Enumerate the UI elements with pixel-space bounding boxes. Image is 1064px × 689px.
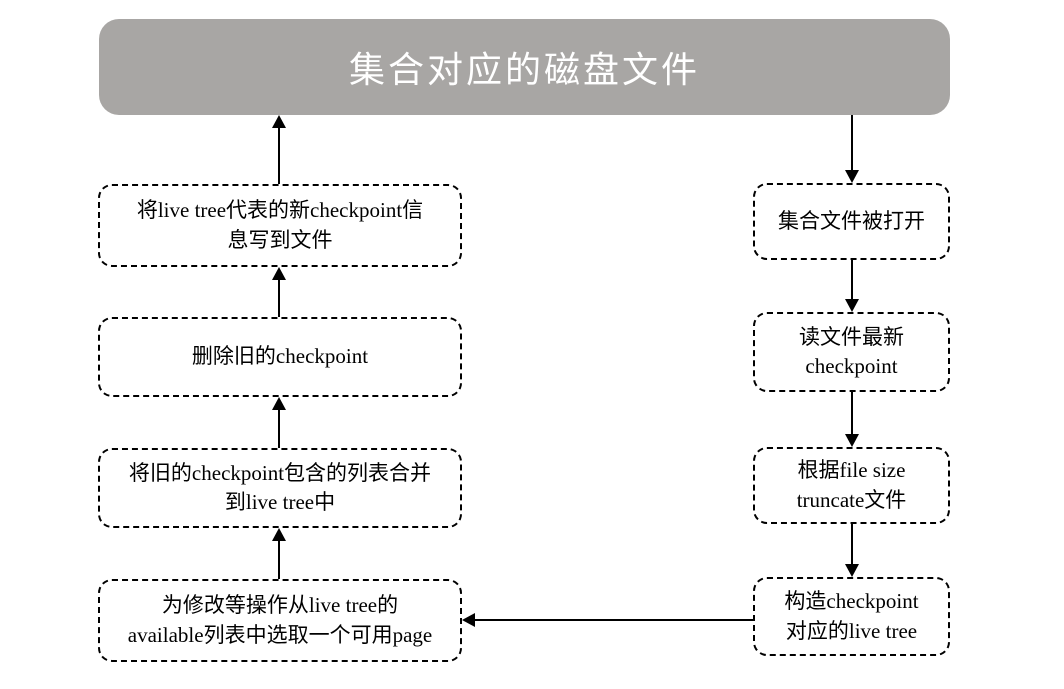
node-build-live-tree: 构造checkpoint 对应的live tree	[753, 577, 950, 656]
arrow-head-icon	[272, 397, 286, 410]
arrow-down-read-to-truncate	[845, 392, 859, 447]
arrow-line	[475, 619, 753, 621]
arrow-line	[850, 392, 854, 434]
arrow-head-icon	[272, 115, 286, 128]
arrow-up-pick-to-merge	[272, 528, 286, 579]
node-merge-checkpoint-list: 将旧的checkpoint包含的列表合并 到live tree中	[98, 448, 462, 528]
node-write-new-checkpoint: 将live tree代表的新checkpoint信 息写到文件	[98, 184, 462, 267]
arrow-up-merge-to-delete	[272, 397, 286, 448]
arrow-down-opened-to-read	[845, 260, 859, 312]
arrow-line	[850, 524, 854, 564]
arrow-head-icon	[272, 267, 286, 280]
node-delete-old-checkpoint: 删除旧的checkpoint	[98, 317, 462, 397]
node-pick-available-page: 为修改等操作从live tree的 available列表中选取一个可用page	[98, 579, 462, 662]
node-collection-file-opened: 集合文件被打开	[753, 183, 950, 260]
node-read-latest-checkpoint: 读文件最新 checkpoint	[753, 312, 950, 392]
arrow-down-truncate-to-build	[845, 524, 859, 577]
arrow-head-icon	[462, 613, 475, 627]
arrow-up-delete-to-write	[272, 267, 286, 317]
arrow-line	[277, 541, 281, 579]
arrow-head-icon	[272, 528, 286, 541]
arrow-line	[850, 260, 854, 299]
node-truncate-file: 根据file size truncate文件	[753, 447, 950, 524]
arrow-line	[277, 280, 281, 317]
arrow-up-to-title	[272, 115, 286, 184]
arrow-head-icon	[845, 299, 859, 312]
arrow-down-title-to-opened	[845, 115, 859, 183]
arrow-line	[277, 410, 281, 448]
arrow-left-build-to-pick	[462, 613, 753, 627]
arrow-line	[277, 128, 281, 184]
arrow-head-icon	[845, 564, 859, 577]
arrow-head-icon	[845, 170, 859, 183]
arrow-line	[850, 115, 854, 170]
arrow-head-icon	[845, 434, 859, 447]
node-disk-file-title: 集合对应的磁盘文件	[99, 19, 950, 115]
